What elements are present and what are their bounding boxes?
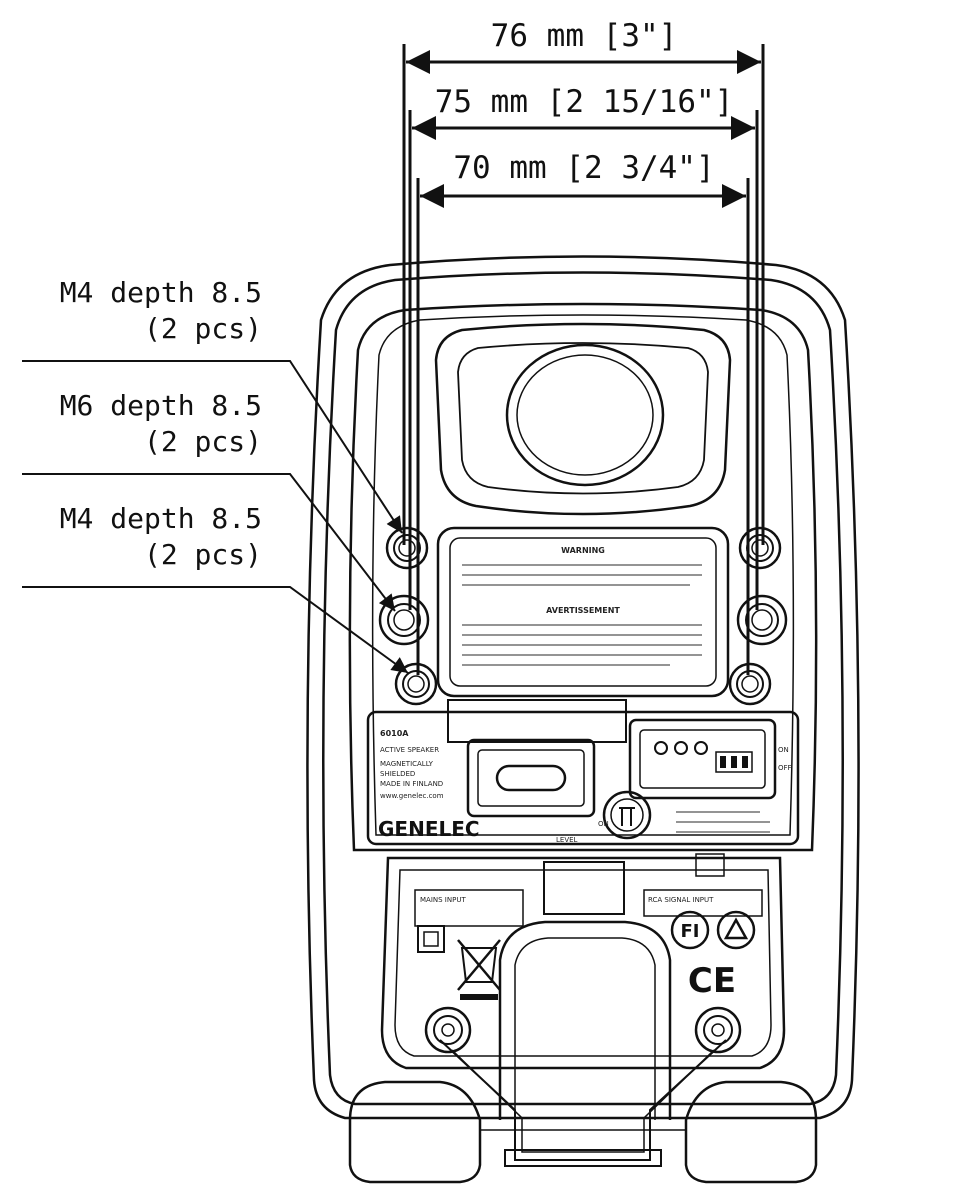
settings-legend-lines [676,811,770,833]
mounting-holes [378,526,788,706]
rca-input-label: RCA SIGNAL INPUT [648,896,714,904]
panel-line4: MADE IN FINLAND [380,780,443,788]
panel-line3: SHIELDED [380,770,415,778]
switch-off-label: OFF [778,764,792,772]
callout-1-line2: (2 pcs) [144,312,262,345]
callout-2-line2: (2 pcs) [144,425,262,458]
hole-m6-left [378,594,430,646]
hole-m4-top-right [738,526,782,570]
fi-mark: FI [681,921,700,942]
tweeter-waveguide [434,322,732,516]
dimension-middle: 75 mm [2 15/16"] [435,84,734,120]
switch-on-label: ON [778,746,789,754]
hole-m4-top-left [385,526,429,570]
control-panel [366,699,800,846]
panel-line1: ACTIVE SPEAKER [380,746,439,754]
level-label: LEVEL [556,836,578,844]
callout-3-line2: (2 pcs) [144,538,262,571]
hole-m4-bottom-right [728,662,772,706]
hole-m6-right [736,594,788,646]
panel-line5: www.genelec.com [380,792,444,800]
panel-model: 6010A [380,729,409,738]
power-on-label: ON [598,820,609,828]
input-section [380,853,786,1120]
speaker-base [348,1039,818,1184]
label-heading-avertissement: AVERTISSEMENT [546,606,620,615]
ce-mark: CE [688,961,736,1001]
warning-label-plate [436,526,730,698]
callout-2-line1: M6 depth 8.5 [60,389,262,422]
dimension-lines [402,44,765,675]
dimension-inner: 70 mm [2 3/4"] [453,150,714,186]
dimension-outer: 76 mm [3"] [491,18,678,54]
label-heading-warning: WARNING [561,546,605,555]
mains-input-label: MAINS INPUT [420,896,466,904]
brand-logo: GENELEC [378,817,480,841]
callout-3-line1: M4 depth 8.5 [60,502,262,535]
speaker-body [306,255,860,1120]
hole-m4-bottom-left [394,662,438,706]
panel-line2: MAGNETICALLY [380,760,434,768]
leader-lines [22,360,409,674]
callout-1-line1: M4 depth 8.5 [60,276,262,309]
label-fine-print [462,564,702,666]
